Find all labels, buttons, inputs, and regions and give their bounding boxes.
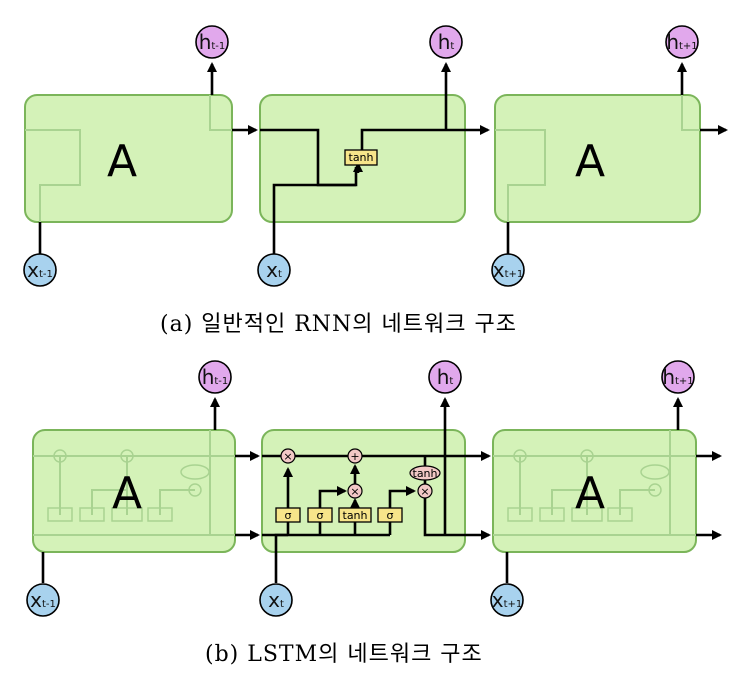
rnn-input-wire	[272, 183, 356, 255]
rnn-tanh-layer	[344, 149, 378, 166]
lstm-output-gate-arrow	[388, 486, 416, 508]
rnn-caption: (a) 일반적인 RNN의 네트워크 구조	[160, 312, 517, 337]
lstm-h-node-curr	[428, 360, 462, 394]
lstm-input-line	[274, 533, 390, 583]
rnn-h-node-prev	[195, 25, 229, 59]
lstm-h-node-next	[661, 360, 695, 394]
lstm-ghost-internals-right	[493, 430, 696, 536]
rnn-output-wire	[360, 128, 446, 150]
lstm-input-mul-label: ×	[350, 485, 359, 498]
lstm-tanh-op	[409, 465, 441, 481]
lstm-output-mul-label: ×	[420, 485, 429, 498]
lstm-input-gate-arrow	[318, 486, 347, 508]
rnn-ghost-path-right	[495, 129, 546, 222]
rnn-x-node-next-label: xt+1	[493, 258, 524, 282]
rnn-x-node-next	[491, 253, 525, 287]
lstm-x-node-prev	[26, 583, 60, 617]
lstm-ghost-internals-left	[33, 430, 235, 536]
rnn-h-node-curr	[429, 25, 463, 59]
lstm-x-node-next	[490, 583, 524, 617]
rnn-block-label-right: A	[575, 136, 605, 187]
lstm-x-node-curr-label: xt	[268, 588, 284, 612]
lstm-h-node-prev-label: ht-1	[202, 365, 229, 389]
rnn-h-node-curr-label: ht	[438, 30, 455, 54]
lstm-output-gate-layer	[377, 507, 403, 523]
lstm-caption: (b) LSTM의 네트워크 구조	[205, 642, 483, 667]
rnn-h-node-prev-label: ht-1	[199, 30, 226, 54]
lstm-block-label-right: A	[575, 468, 605, 519]
lstm-candidate-layer	[338, 507, 372, 523]
lstm-x-node-next-label: xt+1	[492, 588, 523, 612]
lstm-forget-mul-op	[280, 448, 296, 464]
lstm-input-gate-label: σ	[317, 509, 324, 522]
rnn-cell-right	[494, 94, 701, 223]
lstm-block-label-left: A	[112, 468, 142, 519]
lstm-add-label: +	[350, 450, 359, 463]
rnn-diagram: A A tanh ht-1 ht ht+1 xt-1 xt xt+1	[23, 25, 728, 287]
lstm-output-mul-op	[417, 483, 433, 499]
lstm-hidden-out-line	[423, 498, 465, 537]
rnn-ghost-path-left-2	[209, 95, 232, 131]
rnn-tanh-label: tanh	[349, 151, 374, 164]
rnn-h-node-next	[665, 25, 699, 59]
lstm-x-node-prev-label: xt-1	[30, 588, 56, 612]
rnn-x-node-curr	[257, 253, 291, 287]
lstm-tanh-op-label: tanh	[413, 467, 438, 480]
lstm-diagram: A A σ σ tanh	[26, 360, 722, 617]
rnn-ghost-path-right-2	[681, 95, 700, 131]
lstm-add-op	[347, 448, 363, 464]
lstm-output-gate-label: σ	[387, 509, 394, 522]
lstm-h-node-next-label: ht+1	[662, 365, 693, 389]
rnn-cell-left	[24, 94, 233, 223]
lstm-forget-mul-label: ×	[283, 450, 292, 463]
lstm-forget-gate-layer	[275, 507, 301, 523]
lstm-x-node-curr	[259, 583, 293, 617]
lstm-forget-gate-label: σ	[285, 509, 292, 522]
lstm-input-mul-op	[347, 483, 363, 499]
rnn-ghost-path-left	[25, 129, 81, 222]
lstm-h-node-prev	[198, 360, 232, 394]
lstm-h-node-curr-label: ht	[437, 365, 454, 389]
rnn-h-node-next-label: ht+1	[666, 30, 697, 54]
lstm-candidate-label: tanh	[343, 509, 368, 522]
lstm-input-gate-layer	[307, 507, 333, 523]
rnn-x-node-prev-label: xt-1	[27, 258, 53, 282]
rnn-x-node-prev	[23, 253, 57, 287]
rnn-block-label-left: A	[107, 136, 137, 187]
rnn-x-node-curr-label: xt	[266, 258, 282, 282]
